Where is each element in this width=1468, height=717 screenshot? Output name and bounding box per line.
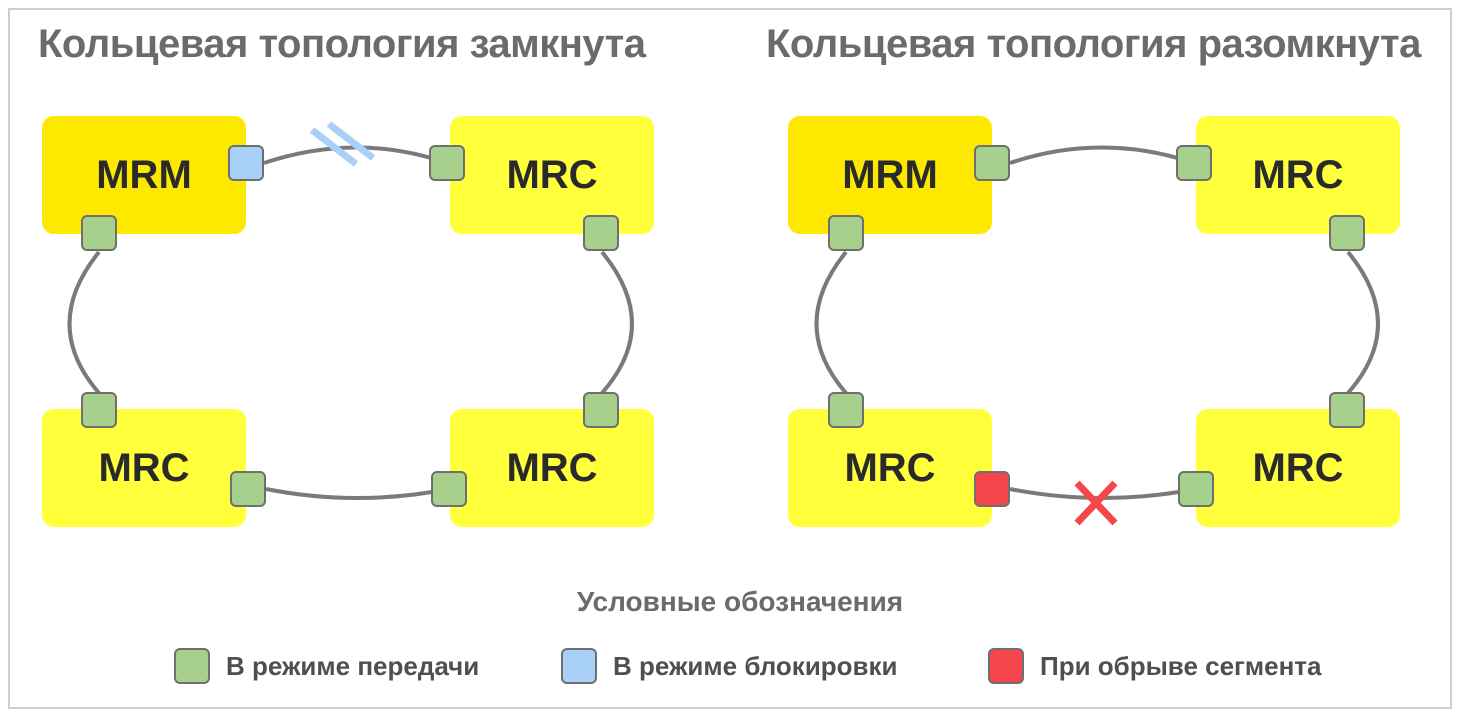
port-forwarding <box>429 145 465 181</box>
legend-title: Условные обозначения <box>576 586 904 617</box>
right-mrc-node-top: MRC <box>1196 116 1400 234</box>
node-label: MRC <box>1252 445 1344 490</box>
node-label: MRC <box>98 445 190 490</box>
node-label: MRC <box>506 152 598 197</box>
legend-item-blocking: В режиме блокировки <box>561 646 898 686</box>
port-forwarding <box>230 471 266 507</box>
left-mrc-node-top: MRC <box>450 116 654 234</box>
node-label: MRC <box>844 445 936 490</box>
port-forwarding <box>81 392 117 428</box>
port-forwarding <box>583 392 619 428</box>
forwarding-swatch <box>174 648 210 684</box>
blocking-swatch <box>561 648 597 684</box>
right-mrm-node: MRM <box>788 116 992 234</box>
node-label: MRM <box>842 152 938 197</box>
left-mrc-node-bottom-left: MRC <box>42 409 246 527</box>
port-forwarding <box>1176 145 1212 181</box>
left-right-link <box>600 250 634 395</box>
open-ring-title: Кольцевая топология разомкнута <box>766 22 1421 66</box>
port-blocking <box>228 145 264 181</box>
right-mrc-node-bottom-left: MRC <box>788 409 992 527</box>
node-label: MRC <box>506 445 598 490</box>
port-forwarding <box>583 215 619 251</box>
legend-item-broken: При обрыве сегмента <box>988 646 1321 686</box>
legend-item-forwarding: В режиме передачи <box>174 646 479 686</box>
broken-swatch <box>988 648 1024 684</box>
right-left-link <box>814 250 848 395</box>
closed-ring-title: Кольцевая топология замкнута <box>38 22 646 66</box>
port-forwarding <box>1329 392 1365 428</box>
port-forwarding <box>828 392 864 428</box>
right-top-link <box>1009 145 1195 165</box>
legend-label: При обрыве сегмента <box>1040 650 1322 681</box>
node-label: MRM <box>96 152 192 197</box>
right-mrc-node-bottom-right: MRC <box>1196 409 1400 527</box>
legend-label: В режиме блокировки <box>613 650 898 681</box>
legend-label: В режиме передачи <box>226 650 480 681</box>
port-forwarding <box>828 215 864 251</box>
port-forwarding <box>974 145 1010 181</box>
port-forwarding <box>1329 215 1365 251</box>
node-label: MRC <box>1252 152 1344 197</box>
left-bottom-link <box>265 487 450 500</box>
right-right-link <box>1346 250 1380 395</box>
port-forwarding <box>1178 471 1214 507</box>
port-broken <box>974 471 1010 507</box>
left-left-link <box>67 250 101 395</box>
port-forwarding <box>431 471 467 507</box>
port-forwarding <box>81 215 117 251</box>
x-cross-icon <box>1074 480 1118 526</box>
left-mrc-node-bottom-right: MRC <box>450 409 654 527</box>
left-mrm-node: MRM <box>42 116 246 234</box>
double-slash-icon <box>309 121 376 167</box>
